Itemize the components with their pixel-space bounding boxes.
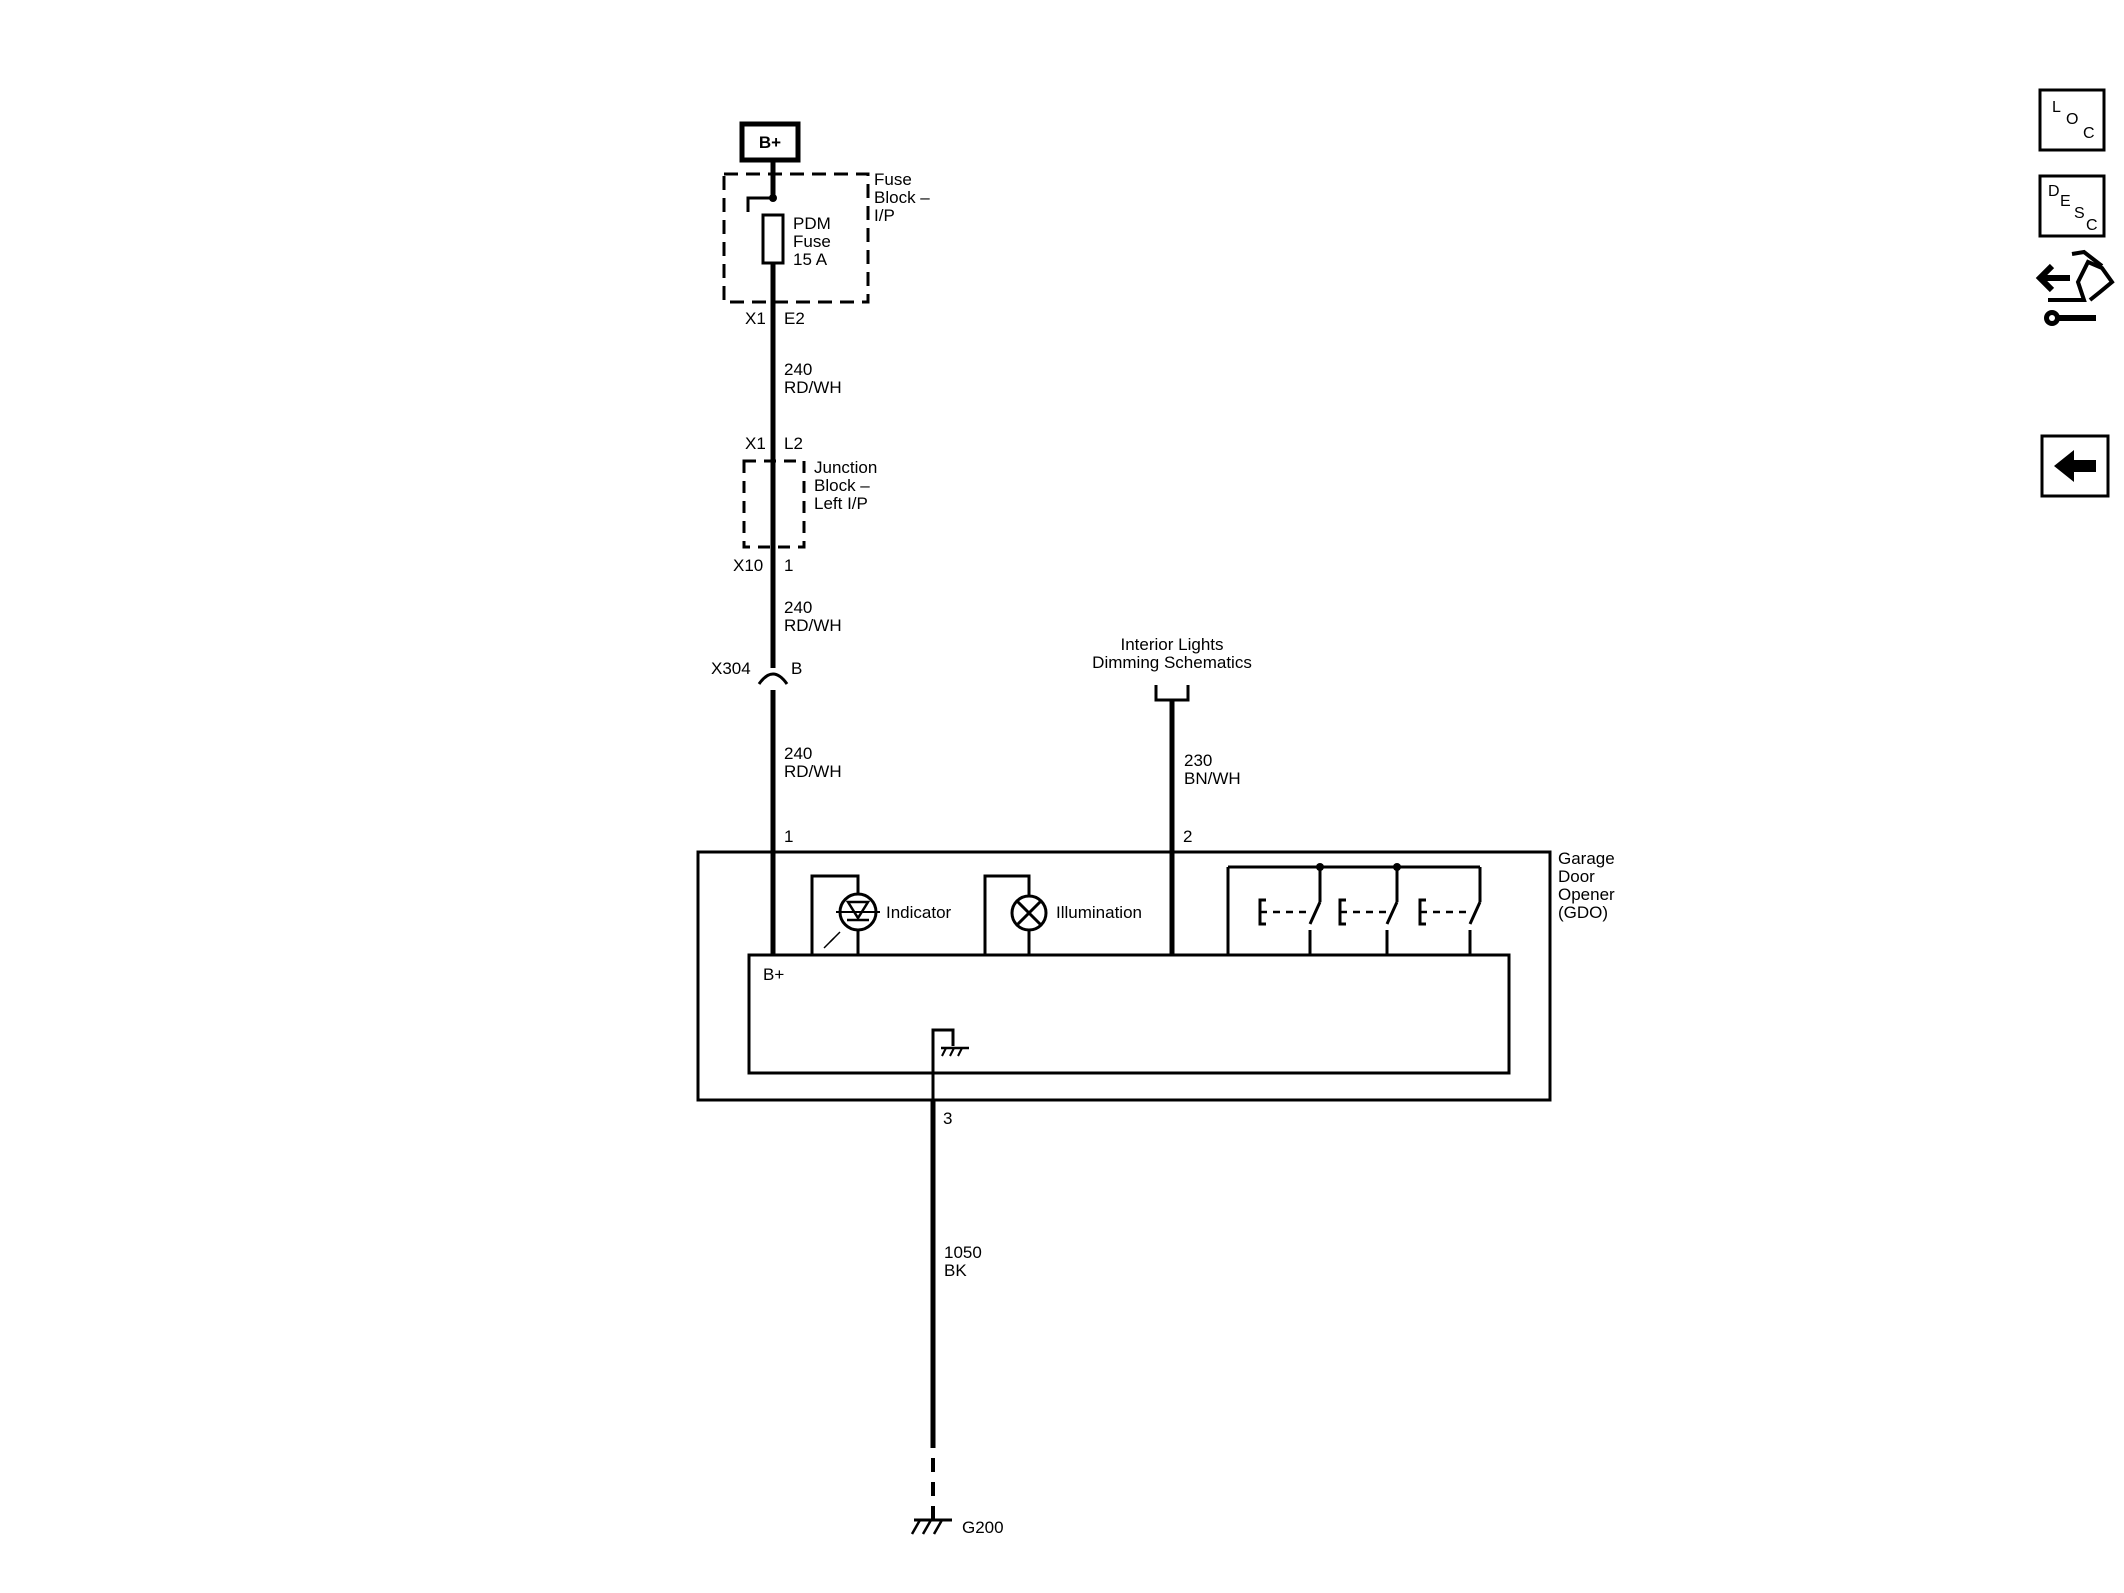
wire-240-c-circuit: 240 <box>784 744 812 763</box>
fuse-block-name-line1: Fuse <box>874 170 912 189</box>
interior-lights-line1: Interior Lights <box>1121 635 1224 654</box>
junction-block-name-line1: Junction <box>814 458 877 477</box>
gdo-name-line4: (GDO) <box>1558 903 1608 922</box>
junction-block-top-connector: X1 <box>745 434 766 453</box>
back-button[interactable] <box>2040 434 2110 498</box>
gdo-bplus-label: B+ <box>763 965 784 984</box>
location-button[interactable]: L O C <box>2038 88 2106 152</box>
pdm-fuse-line3: 15 A <box>793 250 828 269</box>
location-button-sub: C <box>2083 125 2095 142</box>
fuse-block-pin: E2 <box>784 309 805 328</box>
wire-240-a-color: RD/WH <box>784 378 842 397</box>
wire-240-b-circuit: 240 <box>784 598 812 617</box>
ground-g200-label: G200 <box>962 1518 1004 1537</box>
pdm-fuse-line2: Fuse <box>793 232 831 251</box>
gdo-control-box <box>747 953 1511 1075</box>
wire-240-segment-c: 240 RD/WH <box>784 744 842 781</box>
wire-240-c-color: RD/WH <box>784 762 842 781</box>
indicator-led: Indicator <box>810 874 952 955</box>
switch-3 <box>1418 867 1482 955</box>
illumination-label: Illumination <box>1056 903 1142 922</box>
junction-block-bottom-connector: X10 <box>733 556 763 575</box>
power-source: B+ <box>739 121 801 163</box>
inline-connector-name: X304 <box>711 659 751 678</box>
fuse-block-name-line2: Block – <box>874 188 930 207</box>
junction-block-bottom-pin: 1 <box>784 556 793 575</box>
fuse-block: Fuse Block – I/P PDM Fuse 15 A X1 E2 <box>722 170 930 328</box>
location-button-sup: L <box>2052 99 2061 116</box>
gdo-switches <box>1226 863 1482 955</box>
ground-wire-1050: 1050 BK <box>930 1100 982 1520</box>
description-button[interactable]: D E S C <box>2038 174 2106 238</box>
description-button-sub: C <box>2086 217 2098 234</box>
description-button-main: E <box>2060 193 2071 210</box>
location-button-main: O <box>2066 111 2078 128</box>
fuse-block-name-line3: I/P <box>874 206 895 225</box>
description-button-sub2: S <box>2074 205 2085 222</box>
wire-1050-color: BK <box>944 1261 967 1280</box>
connector-service-icon[interactable] <box>2035 249 2115 326</box>
junction-block: X1 L2 Junction Block – Left I/P X10 1 <box>733 434 877 575</box>
pdm-fuse-line1: PDM <box>793 214 831 233</box>
gdo-pin-3: 3 <box>943 1109 952 1128</box>
inline-connector-pin: B <box>791 659 802 678</box>
indicator-label: Indicator <box>886 903 952 922</box>
wire-240-segment-a: 240 RD/WH <box>784 360 842 397</box>
wire-240-segment-b: 240 RD/WH <box>784 598 842 635</box>
gdo-name-line2: Door <box>1558 867 1595 886</box>
power-source-label: B+ <box>759 133 781 152</box>
junction-block-top-pin: L2 <box>784 434 803 453</box>
gdo-name-line1: Garage <box>1558 849 1615 868</box>
ground-g200 <box>910 1518 952 1535</box>
wire-240-a-circuit: 240 <box>784 360 812 379</box>
interior-lights-line2: Dimming Schematics <box>1092 653 1252 672</box>
gdo-internal-ground <box>931 1028 969 1100</box>
wire-230-circuit: 230 <box>1184 751 1212 770</box>
gdo-pin-2: 2 <box>1183 827 1192 846</box>
wire-1050-circuit: 1050 <box>944 1243 982 1262</box>
fuse-block-connector: X1 <box>745 309 766 328</box>
wire-230-color: BN/WH <box>1184 769 1241 788</box>
illumination-lamp: Illumination <box>983 874 1142 955</box>
wire-240-b-color: RD/WH <box>784 616 842 635</box>
gdo-name-line3: Opener <box>1558 885 1615 904</box>
garage-door-opener-module: Garage Door Opener (GDO) 1 2 B+ Indicato… <box>696 827 1615 1128</box>
switch-1 <box>1258 867 1322 955</box>
description-button-sup: D <box>2048 183 2060 200</box>
junction-block-name-line3: Left I/P <box>814 494 868 513</box>
junction-block-name-line2: Block – <box>814 476 870 495</box>
interior-lights-reference: Interior Lights Dimming Schematics 230 B… <box>1092 635 1252 955</box>
back-arrow-icon <box>2054 450 2096 482</box>
switch-2 <box>1338 867 1399 955</box>
pdm-fuse-symbol <box>761 213 785 265</box>
gdo-pin-1: 1 <box>784 827 793 846</box>
inline-connector-x304: X304 B <box>711 659 802 685</box>
